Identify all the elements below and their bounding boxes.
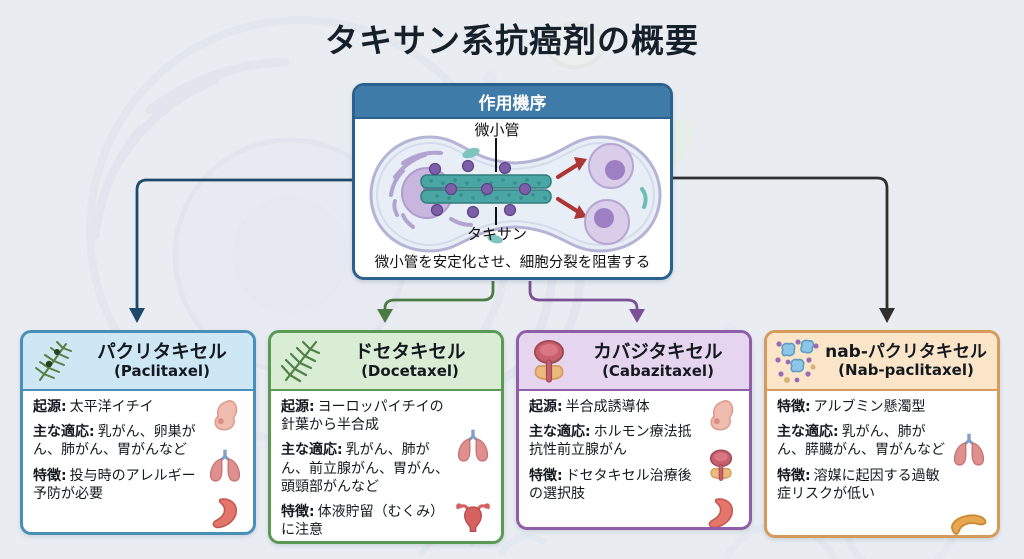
- albumin-particles-icon: [775, 338, 819, 384]
- indication-item: 主な適応:乳がん、肺がん、膵臓がん、胃がんなど: [777, 424, 945, 459]
- yew-branch-icon: [31, 338, 75, 384]
- page-title: タキサン系抗癌剤の概要: [325, 21, 699, 60]
- card-body: 特徴:アルブミン懸濁型 主な適応:乳がん、肺がん、膵臓がん、胃がんなど 特徴:溶…: [767, 391, 997, 535]
- indication-item: 主な適応:乳がん、肺がん、前立腺がん、胃がん、頭頸部がんなど: [281, 442, 449, 495]
- drug-name: カバジタキセル: [593, 341, 723, 363]
- origin-item: 起源:半合成誘導体: [529, 399, 650, 415]
- breast-icon: [704, 398, 738, 438]
- stomach-icon: [209, 496, 241, 532]
- indication-label: 主な適応:: [33, 424, 95, 441]
- mechanism-header: 作用機序: [355, 86, 670, 119]
- card-nab-paclitaxel: nab-パクリタキセル (Nab-paclitaxel) 特徴:アルブミン懸濁型…: [764, 330, 1000, 538]
- taxane-label: タキサン: [466, 225, 527, 243]
- card-titles: パクリタキセル (Paclitaxel): [79, 342, 245, 381]
- feature-label: 特徴:: [529, 467, 563, 484]
- feature-label: 特徴:: [777, 467, 811, 484]
- card-titles: nab-パクリタキセル (Nab-paclitaxel): [823, 341, 989, 380]
- yew-needles-icon: [279, 338, 323, 384]
- card-header: nab-パクリタキセル (Nab-paclitaxel): [767, 333, 997, 391]
- cell-division-illustration: [369, 135, 662, 253]
- mechanism-body: 微小管 タキサン 微小管を安定化させ、細胞分裂を阻害する: [355, 119, 670, 277]
- feature-label: 特徴:: [777, 399, 811, 415]
- feature-item: 特徴:溶媒に起因する過敏症リスクが低い: [777, 467, 940, 502]
- pancreas-icon: [949, 506, 989, 535]
- feature-item: 特徴:投与時のアレルギー予防が必要: [33, 467, 196, 502]
- lungs-icon: [207, 448, 243, 486]
- drug-english-name: (Nab-paclitaxel): [838, 361, 974, 380]
- mechanism-caption: 微小管を安定化させ、細胞分裂を阻害する: [374, 255, 651, 271]
- indication-label: 主な適応:: [281, 442, 343, 459]
- indication-label: 主な適応:: [529, 424, 591, 441]
- drug-english-name: (Docetaxel): [361, 362, 459, 380]
- card-docetaxel: ドセタキセル (Docetaxel) 起源:ヨーロッパイチイの針葉から半合成 主…: [268, 330, 504, 544]
- origin-item: 起源:太平洋イチイ: [33, 399, 154, 415]
- card-header: パクリタキセル (Paclitaxel): [23, 333, 253, 391]
- card-paclitaxel: パクリタキセル (Paclitaxel) 起源:太平洋イチイ 主な適応:乳がん、…: [20, 330, 256, 535]
- feature-label: 特徴:: [33, 467, 67, 484]
- origin-item: 起源:ヨーロッパイチイの針葉から半合成: [281, 399, 444, 434]
- card-cabazitaxel: カバジタキセル (Cabazitaxel) 起源:半合成誘導体 主な適応:ホルモ…: [516, 330, 752, 530]
- drug-name: パクリタキセル: [97, 341, 227, 363]
- origin-label: 起源:: [33, 399, 67, 415]
- feature-item: 特徴:アルブミン懸濁型: [777, 399, 926, 415]
- indication-item: 主な適応:ホルモン療法抵抗性前立腺がん: [529, 424, 692, 459]
- origin-label: 起源:: [529, 399, 563, 415]
- card-body: 起源:ヨーロッパイチイの針葉から半合成 主な適応:乳がん、肺がん、前立腺がん、胃…: [271, 391, 501, 541]
- lungs-icon: [951, 432, 987, 470]
- feature-label: 特徴:: [281, 503, 315, 520]
- breast-icon: [208, 398, 242, 438]
- origin-label: 起源:: [281, 399, 315, 415]
- card-header: カバジタキセル (Cabazitaxel): [519, 333, 749, 391]
- lungs-icon: [455, 428, 491, 466]
- drug-name: nab-パクリタキセル: [825, 341, 987, 362]
- card-header: ドセタキセル (Docetaxel): [271, 333, 501, 391]
- indication-item: 主な適応:乳がん、卵巣がん、肺がん、胃がんなど: [33, 424, 196, 459]
- card-titles: ドセタキセル (Docetaxel): [327, 342, 493, 381]
- drug-english-name: (Paclitaxel): [114, 362, 210, 380]
- indication-label: 主な適応:: [777, 424, 839, 441]
- drug-name: ドセタキセル: [354, 341, 466, 363]
- feature-item: 特徴:ドセタキセル治療後の選択肢: [529, 467, 692, 502]
- card-body: 起源:半合成誘導体 主な適応:ホルモン療法抵抗性前立腺がん 特徴:ドセタキセル治…: [519, 391, 749, 527]
- drug-english-name: (Cabazitaxel): [602, 362, 714, 380]
- prostate-icon: [705, 448, 737, 486]
- feature-item: 特徴:体液貯留（むくみ）に注意: [281, 503, 445, 539]
- uterus-icon: [455, 498, 491, 538]
- card-body: 起源:太平洋イチイ 主な適応:乳がん、卵巣がん、肺がん、胃がんなど 特徴:投与時…: [23, 391, 253, 532]
- card-titles: カバジタキセル (Cabazitaxel): [575, 342, 741, 381]
- microtubule-label: 微小管: [474, 121, 520, 139]
- mechanism-box: 作用機序: [352, 83, 673, 280]
- prostate-icon: [527, 338, 571, 384]
- stomach-icon: [705, 496, 737, 527]
